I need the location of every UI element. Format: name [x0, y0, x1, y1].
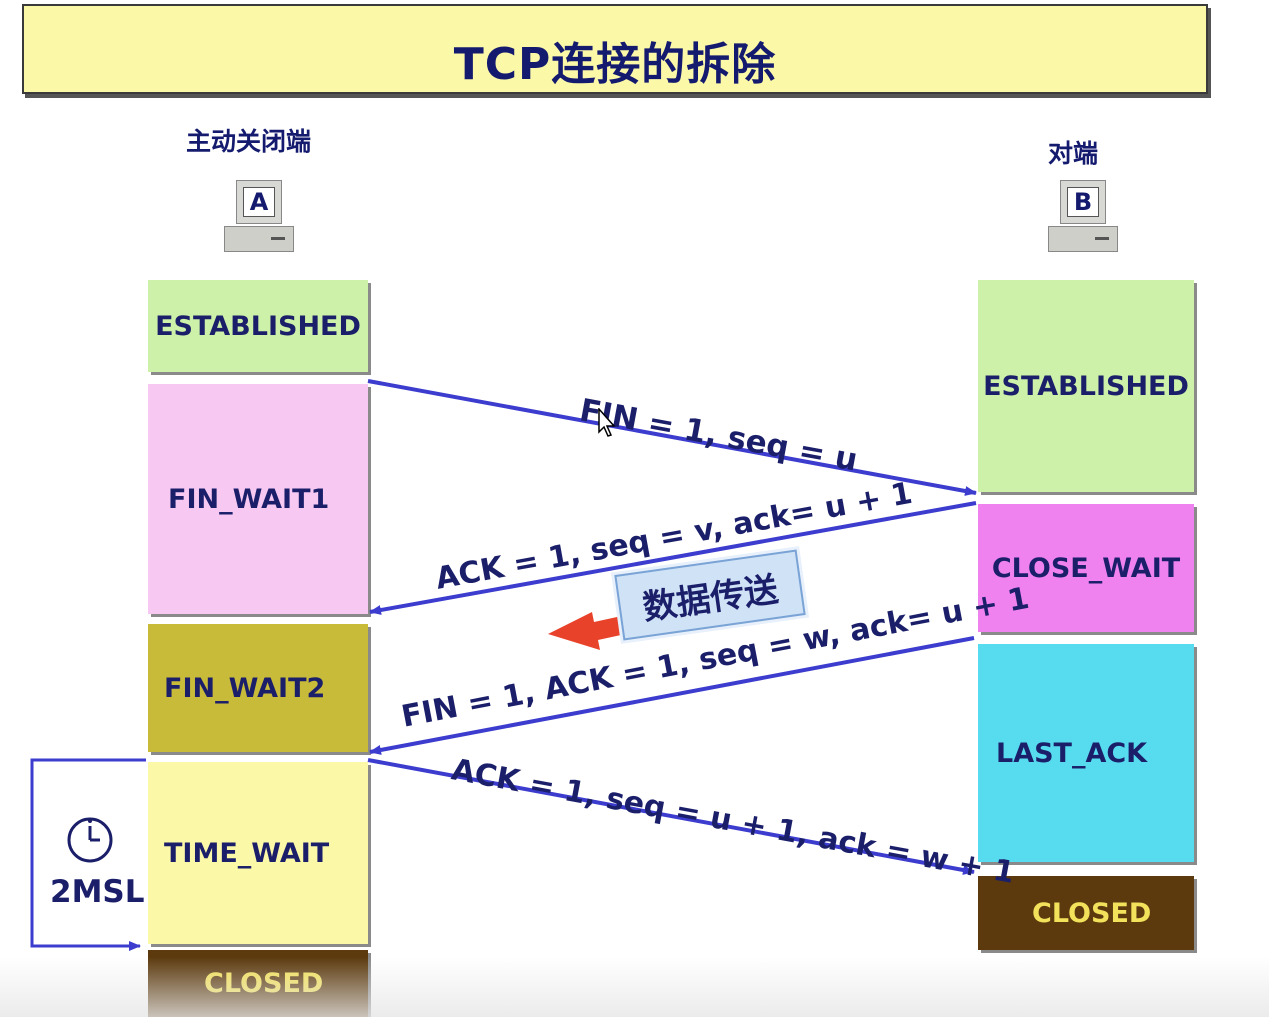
right-state-closed: CLOSED	[978, 876, 1194, 950]
host-b-letter: B	[1067, 187, 1099, 217]
page-title: TCP连接的拆除	[453, 39, 777, 90]
left-state-fin-wait1: FIN_WAIT1	[148, 384, 368, 614]
computer-icon: B	[1048, 180, 1120, 256]
host-a-letter: A	[243, 187, 275, 217]
right-state-close-wait: CLOSE_WAIT	[978, 504, 1194, 632]
title-banner: TCP连接的拆除	[22, 4, 1208, 94]
arrow-fin-ack	[369, 636, 975, 755]
clock-icon	[67, 817, 113, 863]
right-state-established: ESTABLISHED	[978, 280, 1194, 492]
data-transfer-label: 数据传送	[640, 569, 781, 628]
left-host-label: 主动关闭端	[186, 127, 312, 156]
state-label: TIME_WAIT	[164, 837, 330, 869]
arrow-fin	[367, 379, 977, 496]
state-label: CLOSE_WAIT	[991, 552, 1181, 584]
arrow-final-ack	[367, 758, 975, 875]
computer-icon: A	[224, 180, 296, 256]
left-state-time-wait: TIME_WAIT	[148, 762, 368, 944]
state-label: LAST_ACK	[996, 737, 1148, 769]
left-state-fin-wait2: FIN_WAIT2	[148, 624, 368, 752]
right-state-last-ack: LAST_ACK	[978, 644, 1194, 862]
timer-bracket	[30, 758, 146, 951]
right-host-label: 对端	[1048, 139, 1099, 168]
state-label: FIN_WAIT1	[168, 483, 330, 515]
state-label: ESTABLISHED	[983, 370, 1189, 402]
state-label: FIN_WAIT2	[164, 672, 326, 704]
state-label: ESTABLISHED	[155, 310, 361, 342]
arrow-ack	[369, 501, 977, 615]
mouse-cursor-icon	[598, 408, 616, 437]
timer-label: 2MSL	[50, 874, 145, 910]
left-state-established: ESTABLISHED	[148, 280, 368, 372]
state-label: CLOSED	[1032, 897, 1152, 929]
